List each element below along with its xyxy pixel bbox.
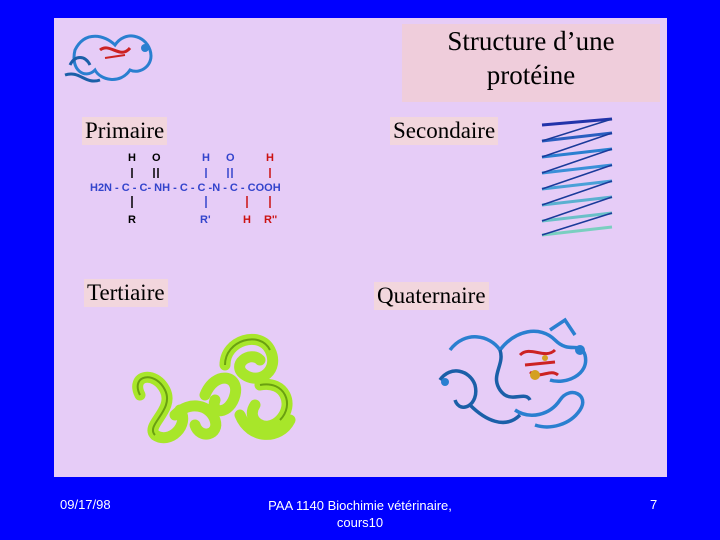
footer-course-line-2: cours10 [336,515,384,530]
title-line-2: protéine [486,60,576,90]
helix-icon [541,117,613,237]
slide-title: Structure d’une protéine [402,24,660,102]
tertiary-protein-icon [132,333,296,444]
formula-bottom-4: R'' [264,214,278,226]
footer-course-line-1: PAA 1140 Biochimie vétérinaire, [268,498,452,513]
title-line-1: Structure d’une [447,26,615,56]
footer-date: 09/17/98 [60,497,111,512]
protein-icon-small [64,34,153,83]
formula-top-2: O [152,152,161,164]
peptide-formula: H O H O H H2N - C - C- NH - C - C -N - C… [90,150,340,232]
label-secondary: Secondaire [390,117,499,145]
label-quaternary: Quaternaire [374,282,489,310]
formula-top-5: H [266,152,274,164]
formula-top-3: H [202,152,210,164]
formula-bottom-1: R [128,214,136,226]
formula-main: H2N - C - C- NH - C - C -N - C - COOH [90,182,281,194]
formula-bottom-3: H [243,214,251,226]
formula-top-1: H [128,152,136,164]
formula-bonds [131,168,271,208]
label-primary: Primaire [82,117,168,145]
label-tertiary: Tertiaire [84,279,168,307]
formula-top-4: O [226,152,235,164]
quaternary-protein-icon [438,317,588,429]
footer-page-number: 7 [650,497,658,512]
footer-course: PAA 1140 Biochimie vétérinaire, cours10 [240,497,480,531]
formula-bottom-2: R' [200,214,211,226]
